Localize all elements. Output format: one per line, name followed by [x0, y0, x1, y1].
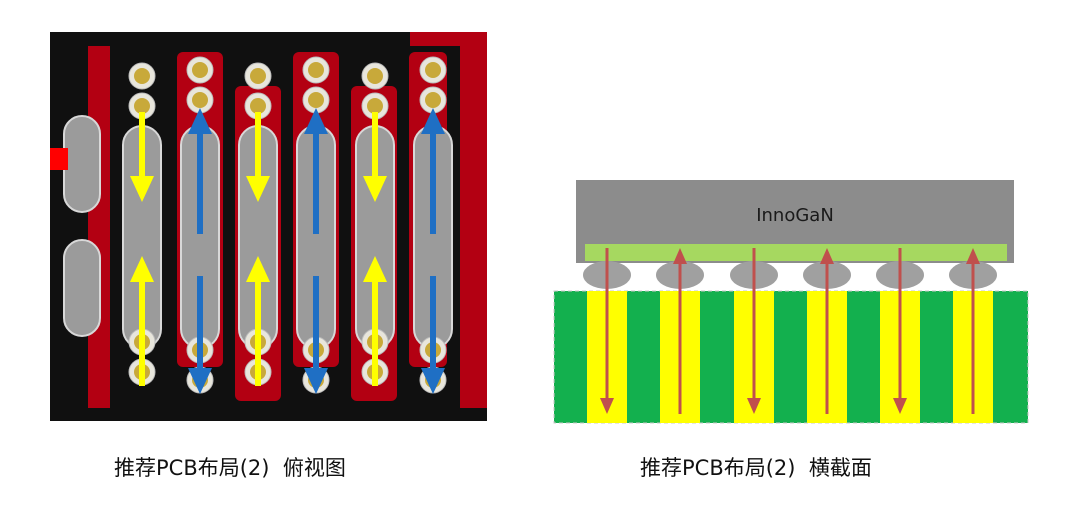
via-core [425, 92, 441, 108]
up-arrow-icon [246, 256, 270, 386]
down-arrow-icon [188, 276, 212, 394]
up-arrow-icon [673, 248, 687, 414]
via-core [250, 98, 266, 114]
left-pad-upper [63, 115, 101, 213]
via-core [308, 62, 324, 78]
up-arrow-icon [966, 248, 980, 414]
down-arrow-icon [893, 248, 907, 414]
chip-label: InnoGaN [756, 205, 834, 226]
via-core [308, 92, 324, 108]
down-arrow-icon [246, 112, 270, 202]
via-core [134, 68, 150, 84]
up-arrow-icon [820, 248, 834, 414]
left-pad-lower [63, 239, 101, 337]
down-arrow-icon [130, 112, 154, 202]
pcb-cross-section: InnoGaN [553, 180, 1029, 424]
via-core [367, 98, 383, 114]
top-view-caption: 推荐PCB布局(2) 俯视图 [114, 456, 346, 480]
down-arrow-icon [600, 248, 614, 414]
via-core [367, 68, 383, 84]
via-core [192, 92, 208, 108]
via-core [425, 62, 441, 78]
down-arrow-icon [747, 248, 761, 414]
pcb-substrate [553, 290, 1029, 424]
down-arrow-icon [304, 276, 328, 394]
connector-tab [50, 148, 68, 170]
down-arrow-icon [421, 276, 445, 394]
pcb-top-view [50, 32, 487, 421]
trace-left [50, 32, 88, 421]
board-edge [460, 46, 487, 408]
trace-top [50, 32, 410, 46]
up-arrow-icon [188, 108, 212, 234]
up-arrow-icon [363, 256, 387, 386]
cross-section-caption: 推荐PCB布局(2) 横截面 [640, 456, 872, 480]
down-arrow-icon [363, 112, 387, 202]
trace-bottom [50, 408, 487, 421]
via-core [250, 68, 266, 84]
die-pad [585, 244, 1007, 261]
via-core [134, 98, 150, 114]
up-arrow-icon [421, 108, 445, 234]
up-arrow-icon [130, 256, 154, 386]
up-arrow-icon [304, 108, 328, 234]
via-core [192, 62, 208, 78]
